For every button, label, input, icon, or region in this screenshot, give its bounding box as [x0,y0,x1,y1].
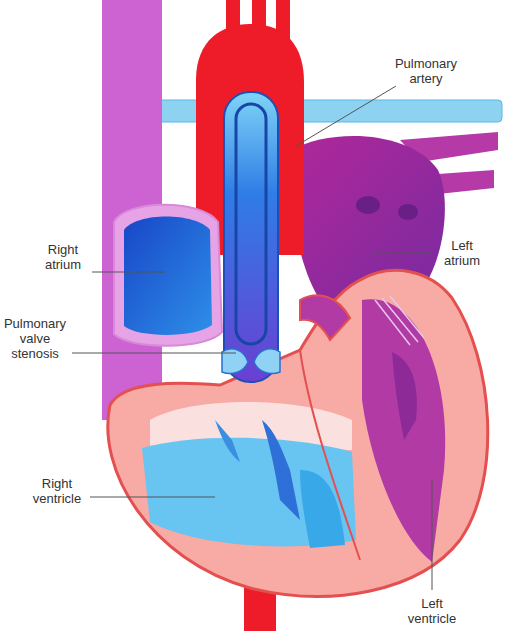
leader-line [372,252,432,253]
stenotic-valve [254,349,280,374]
valve-leaflet [215,420,240,462]
leader-line [92,272,165,273]
right-atrium-wall [114,205,222,346]
vein-opening [398,204,418,220]
pulmonary-branch [118,100,502,122]
vein-opening [356,196,380,214]
leader-line [90,497,215,498]
label-box: Left atrium [436,238,488,268]
part-label: Pulmonary valve stenosis [4,316,66,361]
part-label: Left atrium [444,238,480,268]
label-box: Right ventricle [28,476,86,506]
leader-line [432,480,433,590]
valve-leaflet [392,352,417,440]
septum [300,350,360,560]
label-box: Pulmonary valve stenosis [2,316,68,361]
part-label: Pulmonary artery [395,56,457,86]
papillary-muscle [300,470,345,548]
chordae [375,296,424,345]
part-label: Left ventricle [408,596,456,626]
right-atrium [124,217,212,335]
pulmonary-trunk [224,92,278,382]
part-label: Right atrium [45,242,81,272]
valve-leaflet [262,420,300,520]
part-label: Right ventricle [33,476,81,506]
label-box: Right atrium [38,242,88,272]
label-box: Pulmonary artery [388,56,464,86]
aortic-root [300,295,350,340]
label-box: Left ventricle [403,596,461,626]
left-ventricle [362,299,445,562]
leader-line [72,353,236,354]
pulmonary-trunk-lumen [236,104,266,344]
leader-line [296,86,396,146]
